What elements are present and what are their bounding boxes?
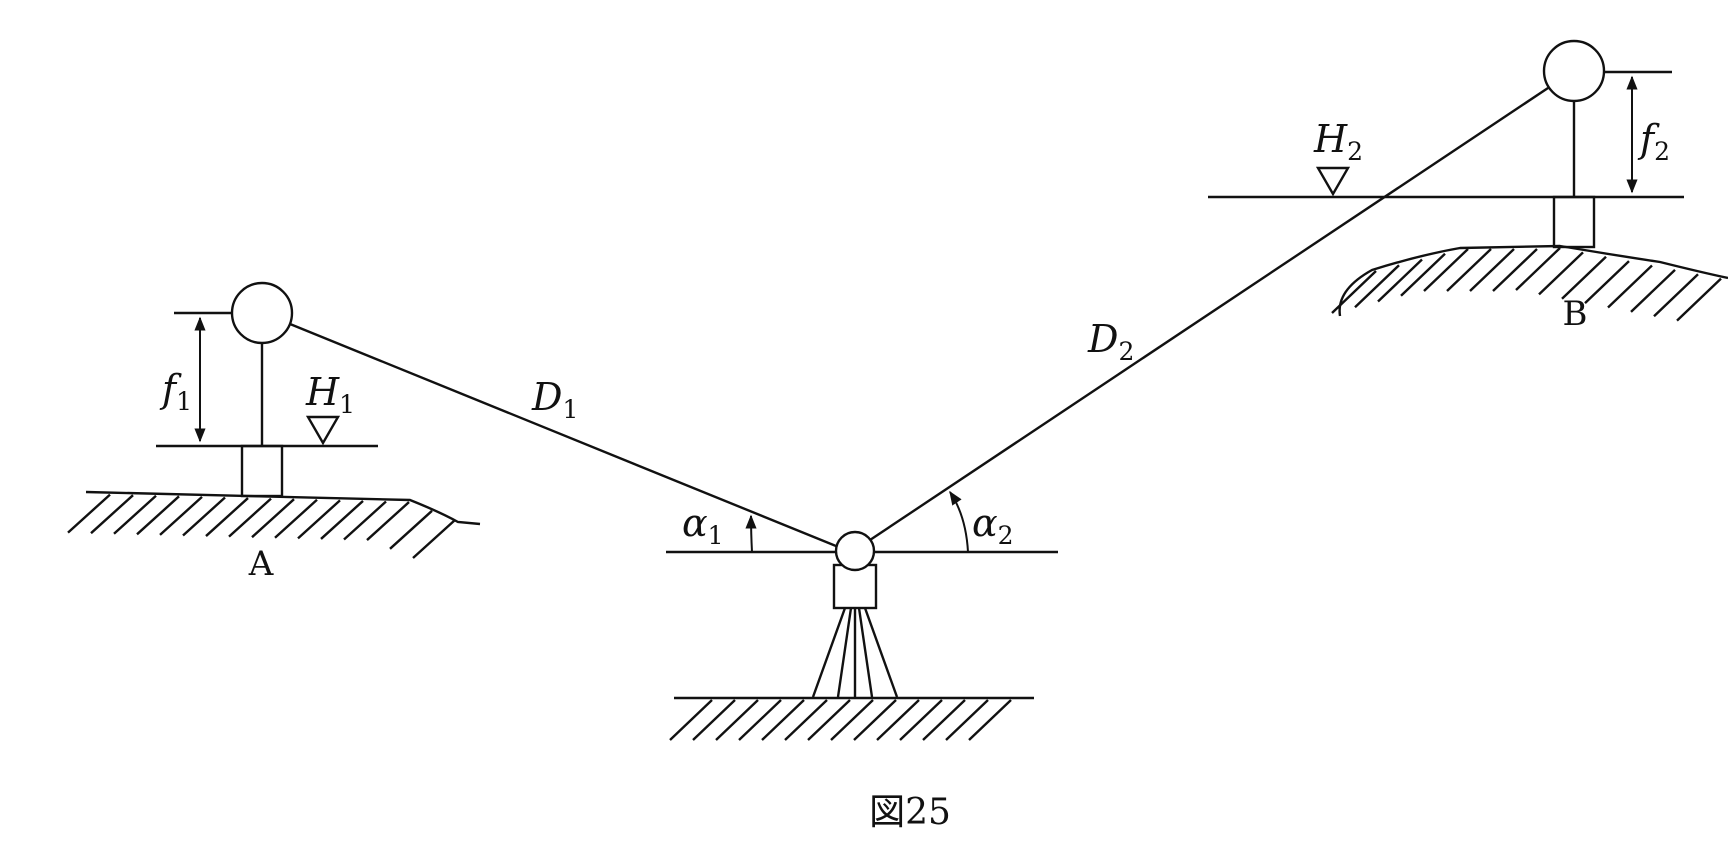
- benchmark-post-a: [240, 444, 284, 498]
- hatch-stroke: [1653, 273, 1699, 318]
- target-circle-icon: [230, 281, 294, 345]
- sight-line-d2: [869, 87, 1549, 541]
- hatch-stroke: [853, 699, 897, 741]
- station-a: f1 H1 A: [67, 281, 481, 584]
- hatch-stroke: [1469, 248, 1515, 292]
- label-d1: D1: [531, 375, 578, 424]
- hatch-stroke: [807, 699, 851, 741]
- hatch-stroke: [389, 509, 433, 550]
- hatch-stroke: [205, 497, 249, 537]
- ground-a: [85, 490, 481, 526]
- target-circle-icon: [1542, 39, 1606, 103]
- hatch-stroke: [945, 699, 989, 741]
- figure-caption: 図25: [869, 792, 951, 833]
- sight-line-d1: [289, 322, 837, 548]
- hatch-stroke: [366, 501, 410, 541]
- arrow-icon: [745, 514, 757, 553]
- hatch-stroke: [228, 497, 272, 538]
- hatch-stroke: [922, 699, 966, 741]
- hatch-stroke: [297, 499, 341, 540]
- hatch-stroke: [738, 699, 782, 741]
- hatch-stroke: [1538, 251, 1584, 296]
- hatch-stroke: [784, 699, 828, 741]
- hatch-stroke: [159, 496, 203, 536]
- hatch-stroke: [1354, 264, 1400, 309]
- hatching-center: [669, 699, 1012, 741]
- arrow-icon: [949, 490, 969, 553]
- label-d2: D2: [1087, 317, 1134, 366]
- hatch-stroke: [1607, 264, 1653, 309]
- hatch-stroke: [1446, 248, 1492, 292]
- hatch-stroke: [876, 699, 920, 741]
- benchmark-triangle-icon: [305, 415, 341, 446]
- hatch-stroke: [90, 494, 134, 535]
- hatch-stroke: [761, 699, 805, 741]
- hatch-stroke: [67, 493, 111, 534]
- hatch-stroke: [1515, 247, 1561, 291]
- benchmark-triangle-icon: [1315, 166, 1351, 197]
- hatch-stroke: [182, 496, 226, 537]
- label-h2: H2: [1313, 117, 1363, 166]
- benchmark-post-b: [1552, 195, 1596, 249]
- tripod-instrument-icon: [811, 530, 899, 698]
- hatching-a: [67, 493, 456, 559]
- hatch-stroke: [113, 494, 157, 535]
- hatch-stroke: [412, 519, 456, 559]
- hatch-stroke: [899, 699, 943, 741]
- label-f1: f1: [159, 367, 192, 416]
- hatch-stroke: [830, 699, 874, 741]
- label-point-b: B: [1563, 294, 1588, 334]
- hatch-stroke: [343, 500, 387, 541]
- hatch-stroke: [136, 495, 180, 536]
- hatch-stroke: [1584, 260, 1630, 304]
- hatch-stroke: [1561, 255, 1607, 300]
- hatch-stroke: [1676, 277, 1722, 322]
- label-alpha2: α2: [972, 501, 1014, 550]
- hatch-stroke: [968, 699, 1012, 741]
- hatch-stroke: [715, 699, 759, 741]
- instrument-station: α1 α2: [666, 490, 1058, 741]
- hatch-stroke: [669, 699, 713, 741]
- label-alpha1: α1: [682, 501, 724, 550]
- hatch-stroke: [274, 498, 318, 539]
- hatch-stroke: [1377, 258, 1423, 303]
- hatch-stroke: [1331, 270, 1377, 314]
- label-h1: H1: [305, 370, 355, 419]
- label-f2: f2: [1637, 117, 1670, 166]
- hatching-b: [1331, 247, 1722, 322]
- hatch-stroke: [320, 500, 364, 540]
- hatch-stroke: [1630, 268, 1676, 313]
- hatch-stroke: [1423, 248, 1469, 292]
- label-point-a: A: [248, 544, 274, 584]
- station-b: f2 H2 B: [1208, 39, 1728, 334]
- hatch-stroke: [1492, 248, 1538, 292]
- hatch-stroke: [692, 699, 736, 741]
- hatch-stroke: [251, 498, 295, 539]
- hatch-stroke: [1400, 252, 1446, 297]
